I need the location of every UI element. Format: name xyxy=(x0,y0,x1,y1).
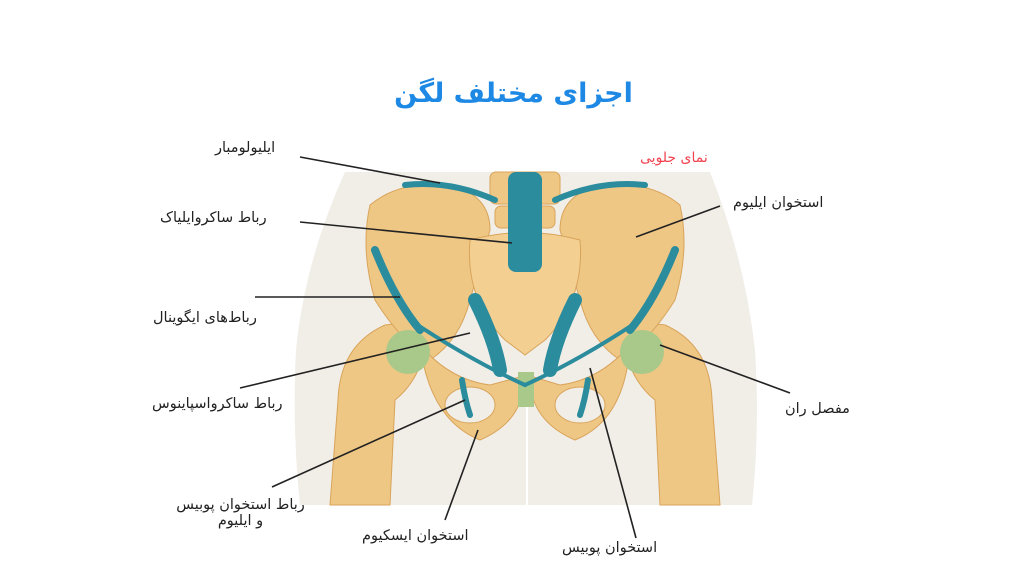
label-pubis-ilium-line2: و ایلیوم xyxy=(217,513,264,529)
leader-lines xyxy=(239,156,791,539)
right-hip-cartilage xyxy=(620,330,664,374)
label-pubis: استخوان پوبیس xyxy=(562,540,658,556)
label-ischium: استخوان ایسکیوم xyxy=(362,528,469,544)
front-view-caption: نمای جلویی xyxy=(640,150,708,166)
label-pubis-ilium-line1: رباط استخوان پوبیس xyxy=(176,497,305,513)
label-iliolumbar: ایلیولومبار xyxy=(215,140,276,156)
label-hip-joint: مفصل ران xyxy=(785,401,850,417)
ligaments xyxy=(371,172,679,418)
label-inguinal: رباط‌های ایگوینال xyxy=(153,310,257,326)
label-pubis-ilium: رباط استخوان پوبیس و ایلیوم xyxy=(163,497,318,529)
label-sacroiliac: رباط ساکروایلیاک xyxy=(160,210,267,226)
label-ilium: استخوان ایلیوم xyxy=(733,195,824,211)
label-sacrospinous: رباط ساکرواسپاینوس xyxy=(152,396,283,412)
page-title: اجزای مختلف لگن xyxy=(394,78,633,109)
left-hip-cartilage xyxy=(386,330,430,374)
